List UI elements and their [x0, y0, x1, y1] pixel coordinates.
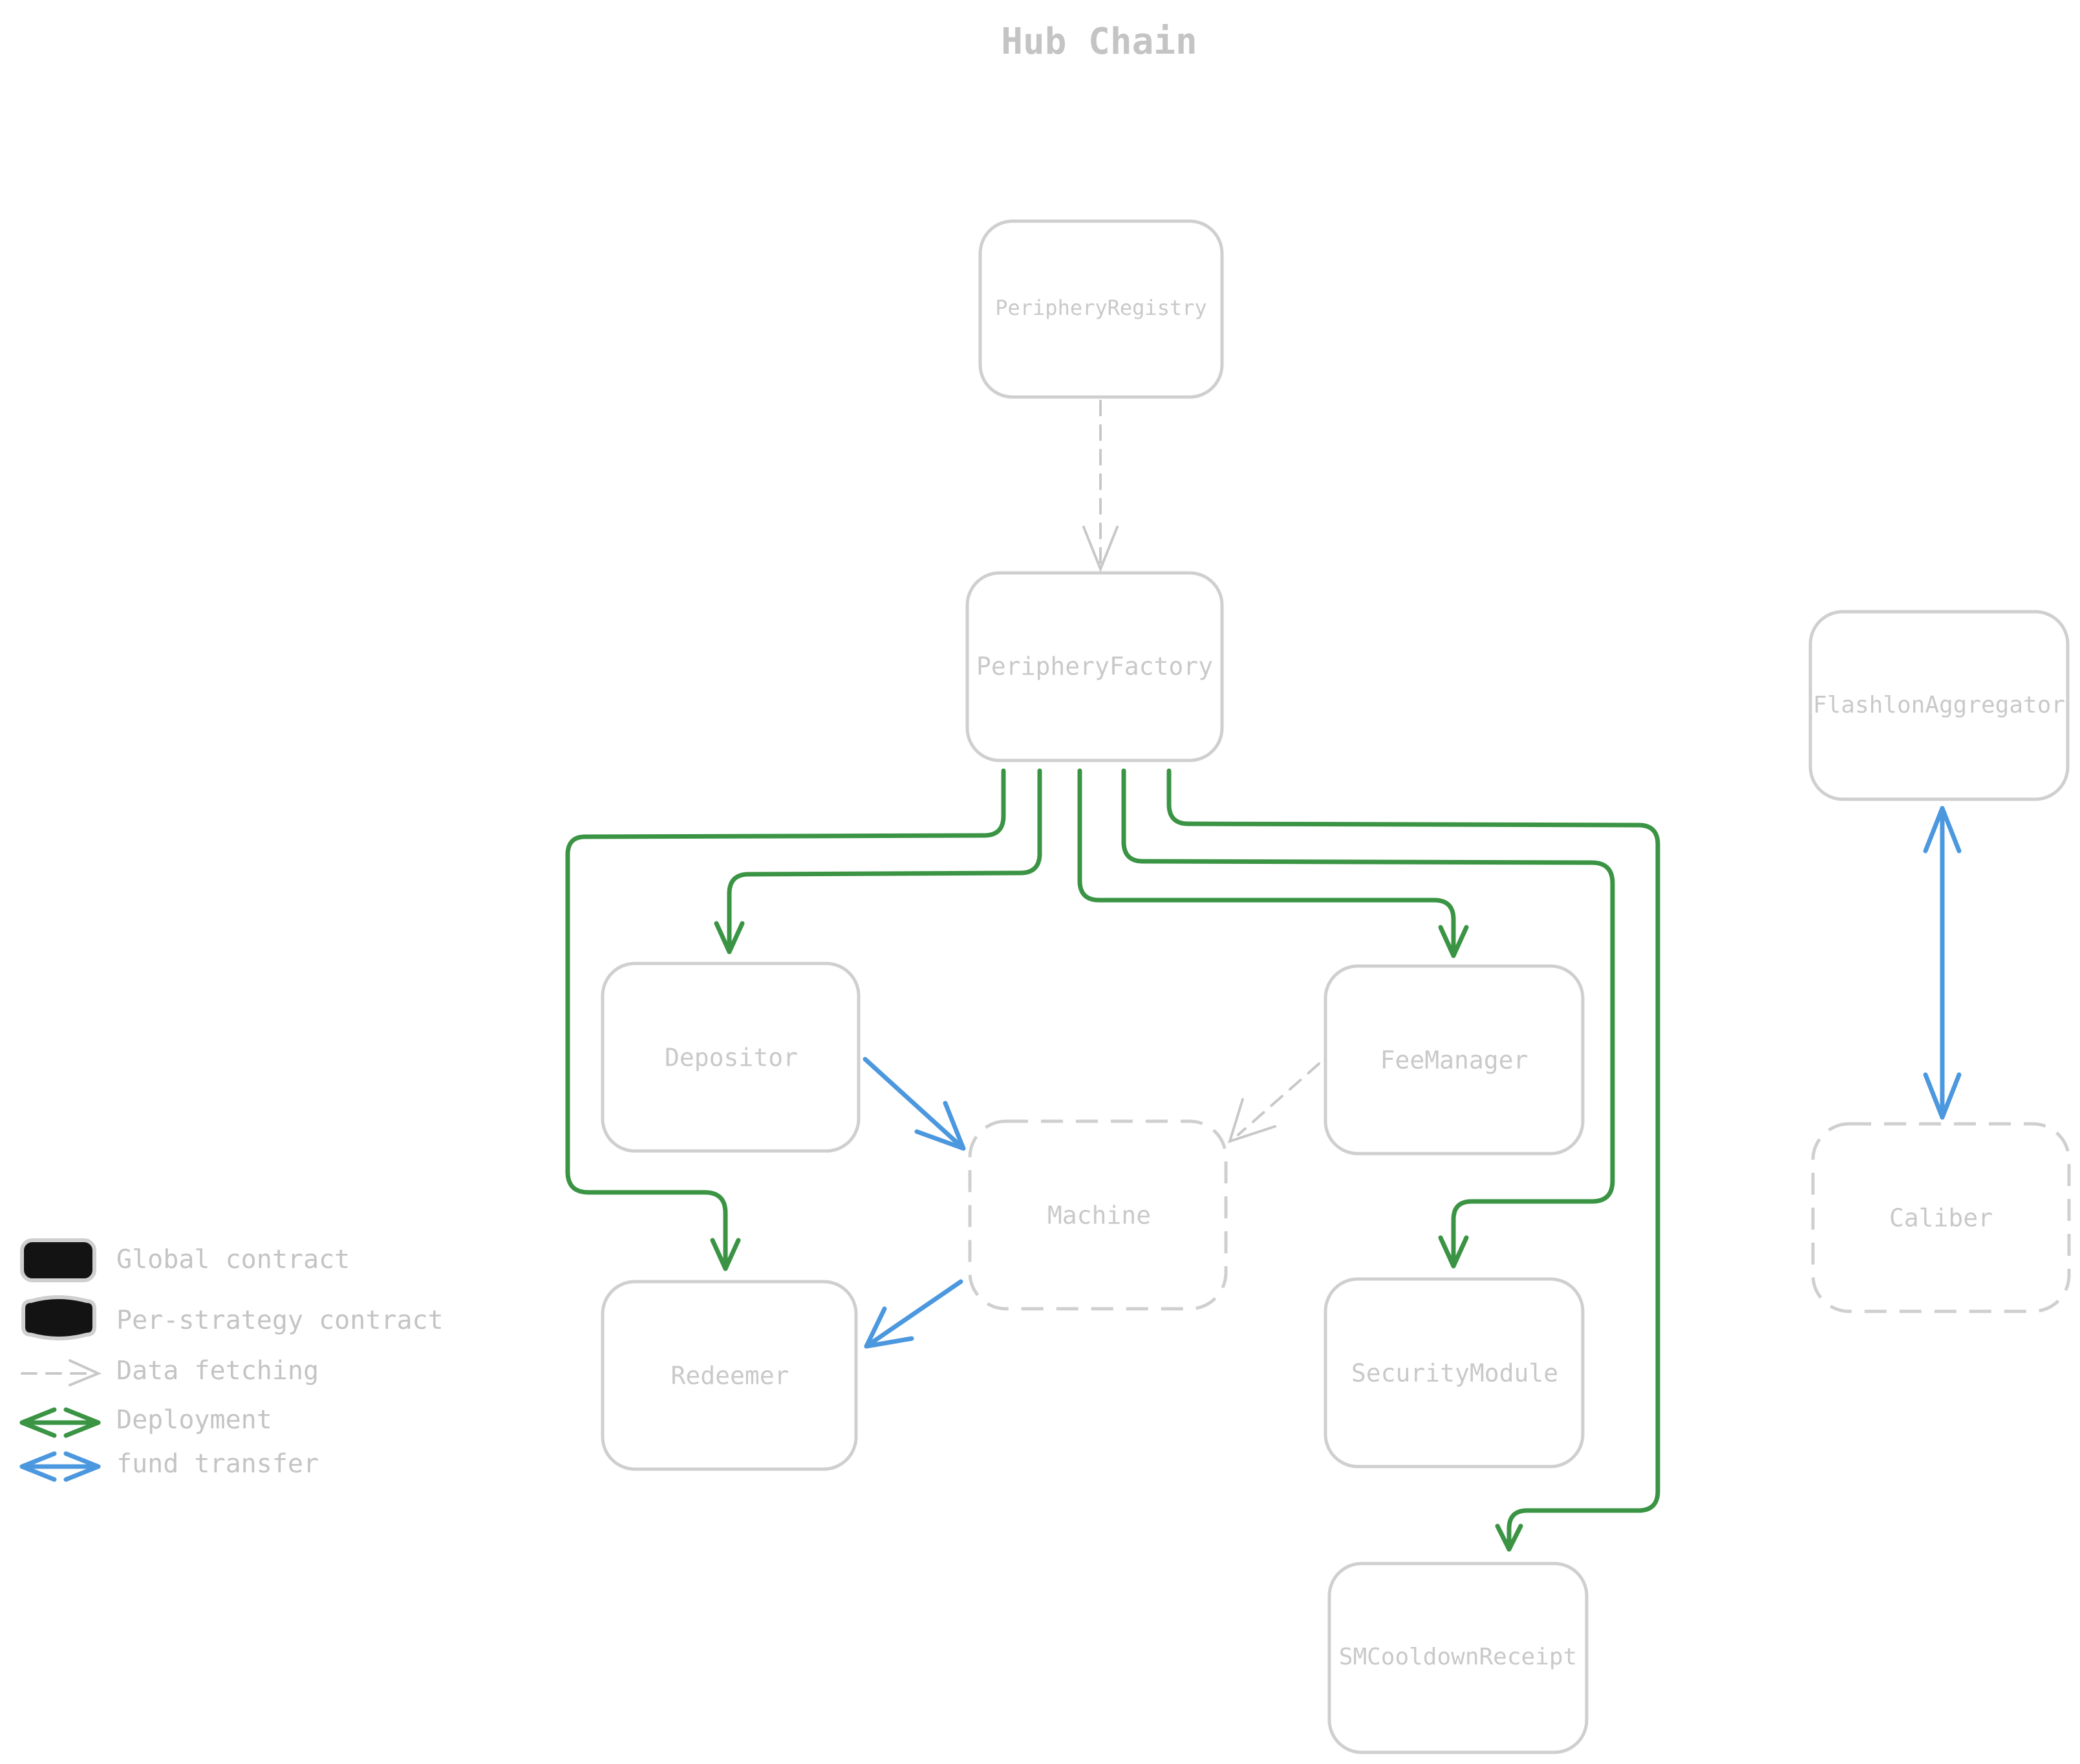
legend: Global contract Per-strategy contract Da…: [19, 1238, 444, 1482]
legend-item-fetch: Data fetching: [21, 1356, 319, 1386]
node-caliber[interactable]: Caliber: [1811, 1122, 2071, 1313]
legend-item-fund: fund transfer: [19, 1449, 319, 1482]
deploy-arrow-factory-to-feemanager: [1077, 768, 1469, 958]
legend-label: fund transfer: [116, 1449, 319, 1479]
deploy-arrow-factory-to-depositor: [714, 768, 1042, 954]
node-label: PeripheryFactory: [976, 652, 1213, 681]
node-label: FlashlonAggregator: [1813, 692, 2065, 718]
legend-label: Per-strategy contract: [116, 1306, 444, 1335]
node-periphery-registry[interactable]: PeripheryRegistry: [978, 219, 1224, 399]
legend-item-per-strategy: Per-strategy contract: [21, 1295, 444, 1340]
dashed-arrow-icon: [21, 1359, 102, 1386]
per-strategy-contract-swatch-icon: [21, 1295, 96, 1340]
node-sm-cooldown-receipt[interactable]: SMCooldownReceipt: [1327, 1562, 1589, 1754]
node-flashloan-aggregator[interactable]: FlashlonAggregator: [1808, 610, 2070, 801]
node-depositor[interactable]: Depositor: [601, 962, 861, 1153]
node-label: Machine: [1047, 1201, 1151, 1230]
deploy-arrow-factory-to-redeemer: [565, 768, 1006, 1271]
node-machine[interactable]: Machine: [968, 1119, 1228, 1311]
node-periphery-factory[interactable]: PeripheryFactory: [965, 571, 1224, 762]
legend-item-global: Global contract: [20, 1238, 350, 1282]
diagram-title: Hub Chain: [1001, 21, 1197, 63]
node-label: SMCooldownReceipt: [1339, 1644, 1577, 1670]
legend-label: Data fetching: [116, 1356, 319, 1386]
node-security-module[interactable]: SecurityModule: [1324, 1277, 1585, 1468]
legend-item-deploy: Deployment: [19, 1405, 272, 1438]
node-label: SecurityModule: [1351, 1359, 1558, 1388]
green-double-arrow-icon: [19, 1407, 101, 1438]
node-redeemer[interactable]: Redeemer: [601, 1280, 858, 1471]
node-label: Depositor: [665, 1044, 798, 1072]
fund-arrow-depositor-to-machine: [863, 1057, 966, 1151]
node-label: Caliber: [1889, 1204, 1993, 1232]
fetch-arrow-feemanager-to-machine: [1227, 1062, 1320, 1144]
node-label: PeripheryRegistry: [995, 296, 1207, 320]
deploy-arrow-factory-to-smcooldownreceipt: [1166, 768, 1660, 1552]
deploy-arrow-factory-to-securitymodule: [1121, 768, 1615, 1269]
blue-double-arrow-icon: [19, 1451, 101, 1482]
fund-arrow-flashloan-caliber: [1923, 806, 1962, 1120]
node-label: Redeemer: [670, 1362, 789, 1390]
global-contract-swatch-icon: [20, 1238, 96, 1282]
fund-arrow-machine-to-redeemer: [864, 1279, 963, 1349]
legend-label: Deployment: [116, 1405, 272, 1435]
node-fee-manager[interactable]: FeeManager: [1324, 964, 1585, 1156]
fetch-arrow-registry-to-factory: [1082, 400, 1119, 573]
node-label: FeeManager: [1380, 1046, 1528, 1075]
legend-label: Global contract: [116, 1245, 350, 1275]
